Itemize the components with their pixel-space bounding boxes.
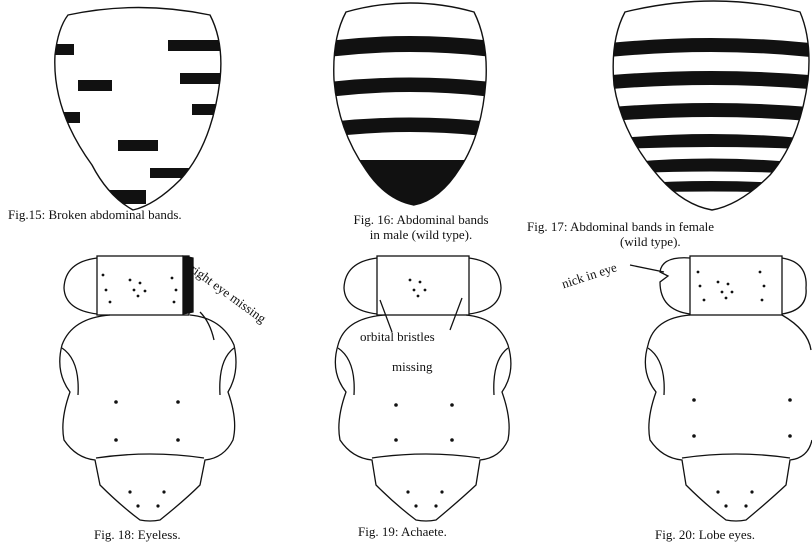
left-eye-outline [344, 258, 377, 314]
band-segment [118, 140, 158, 151]
pointer-line [380, 300, 392, 332]
band-segment [78, 80, 112, 91]
scutellum-line [372, 454, 480, 458]
band [600, 38, 812, 58]
thorax-outline [335, 315, 511, 521]
caption-fig16-line2: in male (wild type). [325, 227, 517, 242]
head-capsule [97, 256, 189, 315]
label-orbital-bristles: orbital bristles [360, 330, 435, 344]
bristle-dots [102, 274, 180, 508]
thorax-outline-right [782, 315, 811, 350]
right-eye-outline [782, 258, 806, 314]
caption-fig16-line1: Fig. 16: Abdominal bands [325, 212, 517, 227]
band-segment [192, 104, 232, 115]
caption-fig15: Fig.15: Broken abdominal bands. [8, 207, 182, 222]
pointer-line [630, 265, 664, 272]
thorax-suture [62, 348, 78, 395]
fly-head-thorax-eyeless [60, 256, 236, 521]
band-segment [150, 168, 190, 178]
caption-fig18: Fig. 18: Eyeless. [94, 527, 181, 542]
thorax-suture [494, 348, 508, 395]
caption-fig17-line2: (wild type). [620, 234, 681, 249]
thorax-outline [60, 315, 236, 521]
missing-eye-edge [183, 256, 193, 314]
left-eye-nicked-outline [660, 258, 690, 314]
scutellum-line [96, 454, 204, 458]
left-eye-outline [64, 258, 97, 314]
band-segment [180, 73, 230, 84]
pointer-line [450, 298, 462, 330]
band [600, 181, 812, 194]
thorax-suture [200, 312, 214, 340]
thorax-suture [338, 348, 354, 395]
caption-fig16: Fig. 16: Abdominal bands in male (wild t… [325, 212, 517, 242]
caption-fig19: Fig. 19: Achaete. [358, 524, 447, 539]
band [320, 36, 500, 58]
bristle-dots [692, 271, 792, 508]
fly-head-thorax-lobe-eyes [630, 256, 812, 521]
band [320, 78, 500, 99]
band [600, 71, 812, 90]
band [600, 103, 812, 122]
thorax-suture [220, 348, 234, 395]
abdomen-female-bands [600, 1, 812, 210]
label-missing: missing [392, 360, 432, 374]
thorax-suture [648, 348, 664, 395]
abdomen-broken-bands [40, 8, 232, 211]
band-segment [106, 190, 146, 204]
band-posterior-solid [320, 160, 500, 220]
thorax-outline [645, 315, 812, 521]
caption-fig20: Fig. 20: Lobe eyes. [655, 527, 755, 542]
scutellum-line [682, 454, 790, 458]
bristle-dots [394, 279, 454, 508]
fly-head-thorax-achaete [335, 256, 511, 521]
head-capsule [690, 256, 782, 315]
caption-fig17-line1: Fig. 17: Abdominal bands in female [527, 219, 714, 234]
right-eye-outline [469, 258, 501, 314]
head-capsule [377, 256, 469, 315]
abdomen-male-bands [320, 3, 500, 220]
